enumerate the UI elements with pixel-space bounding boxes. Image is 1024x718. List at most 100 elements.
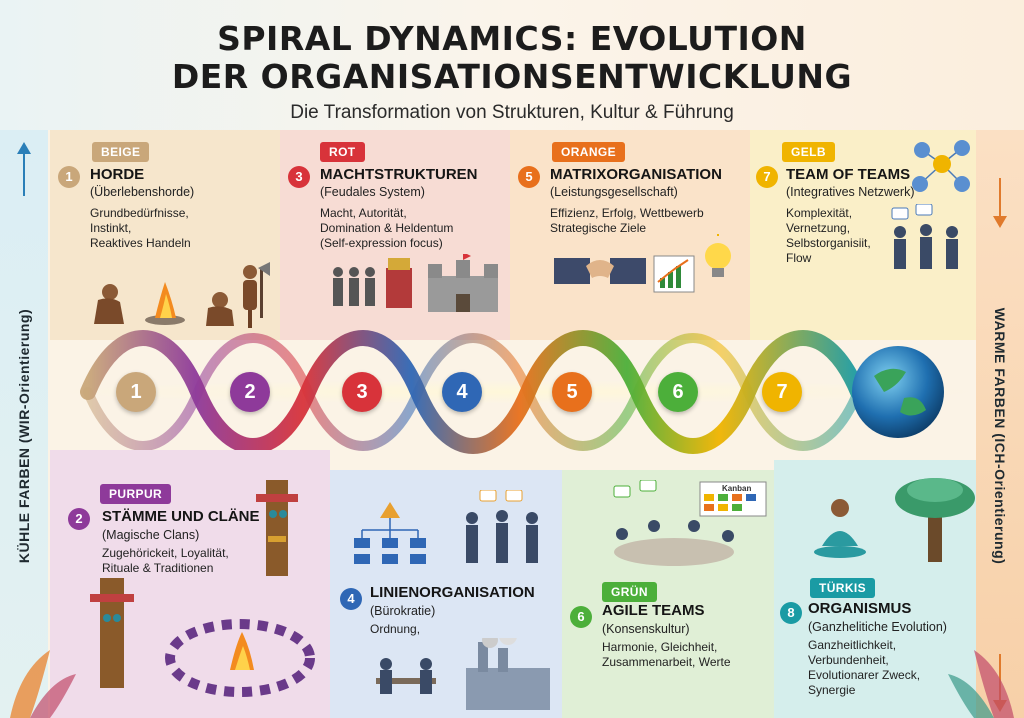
org-chart-icon [354, 502, 426, 564]
stage-badge: PURPUR [100, 484, 172, 504]
desc-line: Evolutionarer Zweck, [808, 668, 921, 682]
side-label-cool: KÜHLE FARBEN (WIR-Orientierung) [16, 308, 32, 563]
stage-number: 2 [68, 508, 90, 530]
stage-purpur-panel: PURPUR 2 STÄMME UND CLÄNE (Magische Clan… [50, 450, 330, 718]
stage-description: Ganzheitlichkeit, Verbundenheit, Evoluti… [808, 638, 920, 698]
stage-description: Harmonie, Gleichheit, Zusammenarbeit, We… [602, 640, 731, 670]
stage-description: Ordnung, [370, 622, 420, 637]
desc-line: Ordnung, [370, 622, 421, 636]
stage-subheading: (Ganzhelitiche Evolution) [808, 620, 947, 634]
stage-heading: TEAM OF TEAMS [786, 166, 911, 183]
desc-line: Flow [786, 251, 812, 265]
leaf-decoration-icon [948, 650, 1014, 718]
desc-line: Synergie [808, 683, 856, 697]
stage-number: 8 [780, 602, 802, 624]
desc-line: Instinkt, [90, 221, 132, 235]
meditation-tree-illustration [814, 478, 975, 562]
stage-heading: MATRIXORGANISATION [550, 166, 722, 183]
page-title: SPIRAL DYNAMICS: EVOLUTION DER ORGANISAT… [0, 0, 1024, 96]
stage-number: 4 [340, 588, 362, 610]
spiral-ribbon [48, 330, 976, 454]
stage-heading: MACHTSTRUKTUREN [320, 166, 478, 183]
arrow-up-icon [17, 142, 31, 196]
title-line-1: SPIRAL DYNAMICS: EVOLUTION [217, 19, 807, 58]
spiral-number: 2 [230, 372, 270, 412]
desc-line: Vernetzung, [786, 221, 851, 235]
arrow-down-icon [993, 178, 1007, 228]
stage-subheading: (Integratives Netzwerk) [786, 185, 915, 199]
stage-description: Macht, Autorität, Domination & Heldentum… [320, 206, 453, 251]
kanban-label: Kanban [722, 484, 751, 493]
stage-number: 1 [58, 166, 80, 188]
campfire-illustration [94, 262, 270, 328]
network-icon [912, 140, 970, 192]
stage-heading: AGILE TEAMS [602, 602, 705, 619]
stage-description: Komplexität, Vernetzung, Selbstorganisii… [786, 206, 871, 266]
stage-number: 5 [518, 166, 540, 188]
side-label-warm: WARME FARBEN (ICH-Orientierung) [992, 307, 1008, 565]
stage-turkis-panel: TÜRKIS 8 ORGANISMUS (Ganzhelitiche Evolu… [774, 460, 976, 718]
meeting-kanban-illustration: Kanban [613, 480, 767, 566]
stage-description: Grundbedürfnisse, Instinkt, Reaktives Ha… [90, 206, 191, 251]
handshake-illustration [554, 234, 731, 293]
stage-number: 3 [288, 166, 310, 188]
stage-badge: TÜRKIS [810, 578, 876, 598]
desc-line: Reaktives Handeln [90, 236, 191, 250]
stage-blau-panel: 4 LINIENORGANISATION (Bürokratie) Ordnun… [330, 470, 562, 718]
desc-line: Domination & Heldentum [320, 221, 454, 235]
stage-badge: GELB [782, 142, 835, 162]
stage-description: Zugehörickeit, Loyalität, Rituale & Trad… [102, 546, 229, 576]
stage-rot-panel: ROT 3 MACHTSTRUKTUREN (Feudales System) … [280, 130, 510, 340]
spiral-number: 6 [658, 372, 698, 412]
desc-line: Strategische Ziele [550, 221, 647, 235]
stage-subheading: (Bürokratie) [370, 604, 436, 618]
stage-number: 7 [756, 166, 778, 188]
spiral-band: 1 2 3 4 5 6 7 [48, 300, 976, 490]
desc-line: Effizienz, Erfolg, Wettbewerb [550, 206, 704, 220]
page-subtitle: Die Transformation von Strukturen, Kultu… [290, 102, 734, 123]
stage-badge: ROT [320, 142, 365, 162]
desc-line: Selbstorganisiit, [786, 236, 871, 250]
spiral-number: 7 [762, 372, 802, 412]
desc-line: Grundbedürfnisse, [90, 206, 189, 220]
castle-illustration [333, 254, 498, 312]
stage-subheading: (Feudales System) [320, 185, 425, 199]
stage-subheading: (Leistungsgesellschaft) [550, 185, 678, 199]
side-bar-cool: KÜHLE FARBEN (WIR-Orientierung) [0, 130, 48, 718]
desc-line: Rituale & Traditionen [102, 561, 214, 575]
stage-gruen-panel: Kanban GRÜN 6 AGILE TEAMS (Konsenskultur… [562, 470, 774, 718]
stage-orange-panel: ORANGE 5 MATRIXORGANISATION (Leistungsge… [510, 130, 750, 340]
factory-office-illustration [376, 638, 550, 710]
tribe-circle-illustration [90, 578, 315, 697]
desc-line: (Self-expression focus) [320, 236, 443, 250]
stage-description: Effizienz, Erfolg, Wettbewerb Strategisc… [550, 206, 704, 236]
title-line-2: DER ORGANISATIONSENTWICKLUNG [171, 57, 853, 96]
spiral-number: 1 [116, 372, 156, 412]
desc-line: Zusammenarbeit, Werte [602, 655, 731, 669]
spiral-number: 3 [342, 372, 382, 412]
desc-line: Komplexität, [786, 206, 853, 220]
spiral-number: 5 [552, 372, 592, 412]
title-area: SPIRAL DYNAMICS: EVOLUTION DER ORGANISAT… [0, 0, 1024, 130]
desc-line: Macht, Autorität, [320, 206, 407, 220]
stage-subheading: (Konsenskultur) [602, 622, 690, 636]
stage-badge: ORANGE [552, 142, 626, 162]
stage-heading: STÄMME UND CLÄNE [102, 508, 260, 525]
stage-badge: BEIGE [92, 142, 150, 162]
stage-number: 6 [570, 606, 592, 628]
stage-subheading: (Überlebenshorde) [90, 185, 195, 199]
stage-heading: ORGANISMUS [808, 600, 912, 617]
desc-line: Zugehörickeit, Loyalität, [102, 546, 229, 560]
stage-subheading: (Magische Clans) [102, 528, 200, 542]
stage-heading: HORDE [90, 166, 145, 183]
stage-beige-panel: BEIGE 1 HORDE (Überlebenshorde) Grundbed… [50, 130, 280, 340]
totem-icon [256, 480, 298, 576]
spiral-number: 4 [442, 372, 482, 412]
desc-line: Verbundenheit, [808, 653, 889, 667]
stage-heading: LINIENORGANISATION [370, 584, 535, 601]
business-people-illustration [466, 490, 538, 563]
desc-line: Harmonie, Gleichheit, [602, 640, 718, 654]
stage-badge: GRÜN [602, 582, 657, 602]
team-people-illustration [891, 204, 958, 269]
globe-icon [852, 346, 944, 438]
